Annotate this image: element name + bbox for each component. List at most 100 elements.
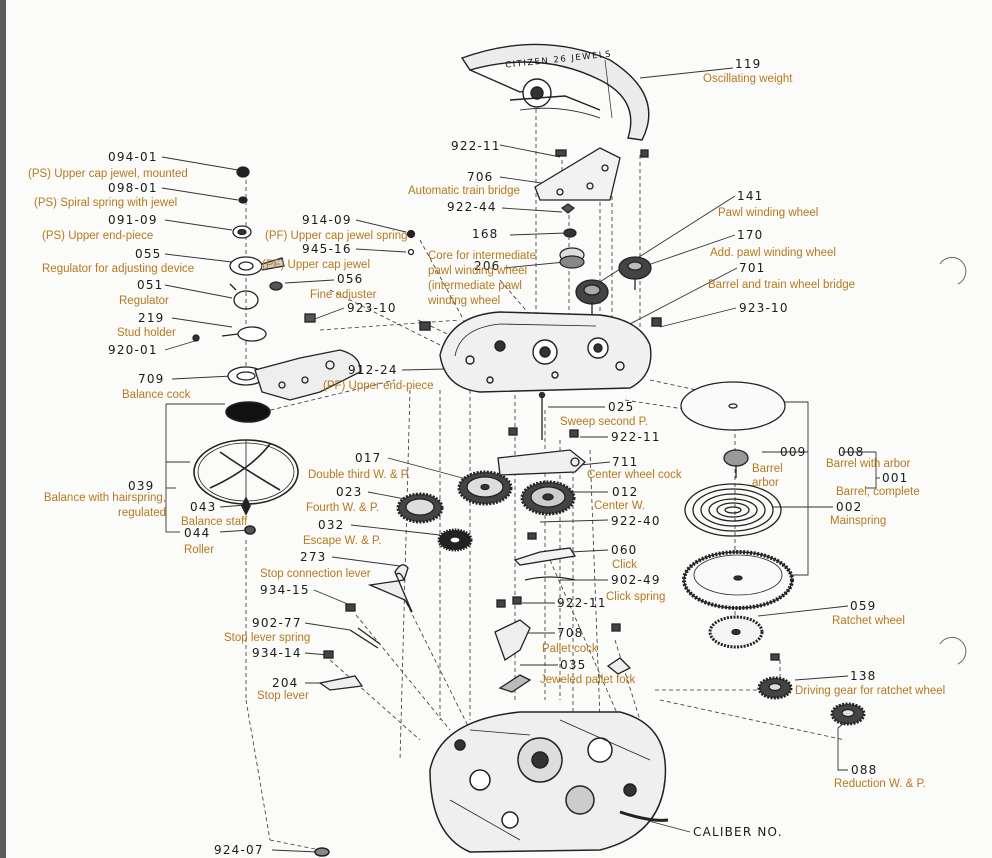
part-number: 002 <box>836 500 863 514</box>
part-name: Balance with hairspring, regulated <box>43 492 166 519</box>
balance-cock <box>254 229 416 401</box>
automatic-train-bridge <box>534 147 649 201</box>
part-name: Barrel arbor <box>752 463 783 489</box>
part-name: Jeweled pallet fork <box>540 674 636 686</box>
part-number-922-11: 922-11 <box>451 139 501 153</box>
part-number: 914-09 <box>302 213 352 227</box>
part-name: Barrel and train wheel bridge <box>708 279 856 291</box>
part-number: 094-01 <box>108 150 158 164</box>
caliber-label: CALIBER NO. <box>693 825 783 839</box>
part-number: 219 <box>138 311 165 325</box>
part-number-922-11-low: 922-11 <box>557 596 607 610</box>
pawl-winding-wheels <box>575 256 652 316</box>
part-name: Stop lever <box>257 690 309 702</box>
part-number: 023 <box>336 485 363 499</box>
train-wheels <box>396 391 576 552</box>
part-name: Reduction W. & P. <box>834 778 926 790</box>
balance-wheel <box>193 401 299 535</box>
part-name: Add. pawl winding wheel <box>710 247 836 259</box>
part-number: 088 <box>851 763 878 777</box>
part-number: 204 <box>272 676 299 690</box>
part-number: 708 <box>557 626 584 640</box>
part-name: Click <box>612 559 637 571</box>
part-number-922-40: 922-40 <box>611 514 661 528</box>
part-name: Click spring <box>606 591 666 603</box>
part-name: Ratchet wheel <box>832 615 905 627</box>
part-number: 039 <box>128 479 155 493</box>
part-number: 012 <box>612 485 639 499</box>
part-number: 043 <box>190 500 217 514</box>
part-number: 035 <box>560 658 587 672</box>
part-number-922-11-mid: 922-11 <box>611 430 661 444</box>
part-name: Fourth W. & P. <box>306 502 380 514</box>
part-number: 025 <box>608 400 635 414</box>
part-number-934-14: 934-14 <box>252 646 302 660</box>
balance-stack <box>192 166 285 386</box>
part-number: 091-09 <box>108 213 158 227</box>
binder-hole-top <box>939 256 967 285</box>
part-name: Stud holder <box>117 327 176 339</box>
part-name: Barrel, complete <box>836 486 920 498</box>
part-name: Mainspring <box>830 515 887 527</box>
part-number: 141 <box>737 189 764 203</box>
part-name: Barrel with arbor <box>826 458 911 470</box>
part-number: 138 <box>850 669 877 683</box>
part-name: (PS) Upper cap jewel, mounted <box>28 168 188 180</box>
part-name: (PS) Upper end-piece <box>42 230 154 242</box>
part-name: Driving gear for ratchet wheel <box>795 685 946 697</box>
ratchet-wheels <box>708 615 866 726</box>
part-number: 945-16 <box>302 242 352 256</box>
part-number-920-01: 920-01 <box>108 343 158 357</box>
main-plate <box>314 711 669 857</box>
part-number-168: 168 <box>472 227 499 241</box>
part-number: 009 <box>780 445 807 459</box>
part-number-923-10-left: 923-10 <box>347 301 397 315</box>
part-name: Pallet cock <box>542 643 598 655</box>
part-name: (PF) Upper cap jewel <box>262 259 371 271</box>
part-number-922-44: 922-44 <box>447 200 497 214</box>
part-name: Regulator <box>119 295 169 307</box>
part-number: 051 <box>137 278 164 292</box>
part-number: 098-01 <box>108 181 158 195</box>
part-number: 711 <box>612 455 639 469</box>
barrel-train-bridge <box>419 311 662 393</box>
part-name: Oscillating weight <box>703 73 793 85</box>
barrel-assembly <box>680 381 794 610</box>
part-number: 119 <box>735 57 762 71</box>
part-number-924-07: 924-07 <box>214 843 264 857</box>
part-number: 902-77 <box>252 616 302 630</box>
part-name: Double third W. & P. <box>308 469 411 481</box>
part-name: (PF) Upper cap jewel spring <box>265 230 408 242</box>
part-number: 032 <box>318 518 345 532</box>
oscillating-weight <box>460 43 650 141</box>
part-name: Balance staff <box>181 516 248 528</box>
part-name: (PS) Spiral spring with jewel <box>34 197 178 209</box>
center-small-parts <box>559 203 585 269</box>
part-name: Roller <box>184 544 215 556</box>
part-name: (PF) Upper end-piece <box>323 380 434 392</box>
part-name: Automatic train bridge <box>408 185 520 197</box>
part-number: 170 <box>737 228 764 242</box>
part-number: 709 <box>138 372 165 386</box>
part-number-934-15: 934-15 <box>260 583 310 597</box>
part-number: 273 <box>300 550 327 564</box>
center-wheel-cock <box>497 427 586 476</box>
part-number: 059 <box>850 599 877 613</box>
part-number: 044 <box>184 526 211 540</box>
part-number: 017 <box>355 451 382 465</box>
part-number: 206 <box>474 259 501 273</box>
binder-hole-bottom <box>939 636 967 665</box>
part-name: Stop lever spring <box>224 632 311 644</box>
scan-edge <box>0 0 6 858</box>
part-name: Center wheel cock <box>587 469 682 481</box>
part-name: Escape W. & P. <box>303 535 382 547</box>
part-name: Sweep second P. <box>560 416 649 428</box>
part-name: Pawl winding wheel <box>718 207 819 219</box>
part-name: Core for intermediate pawl winding wheel… <box>428 250 537 307</box>
part-number: 060 <box>611 543 638 557</box>
part-number: 912-24 <box>348 363 398 377</box>
part-number: 701 <box>739 261 766 275</box>
part-number: 902-49 <box>611 573 661 587</box>
part-name: Fine adjuster <box>310 289 377 301</box>
